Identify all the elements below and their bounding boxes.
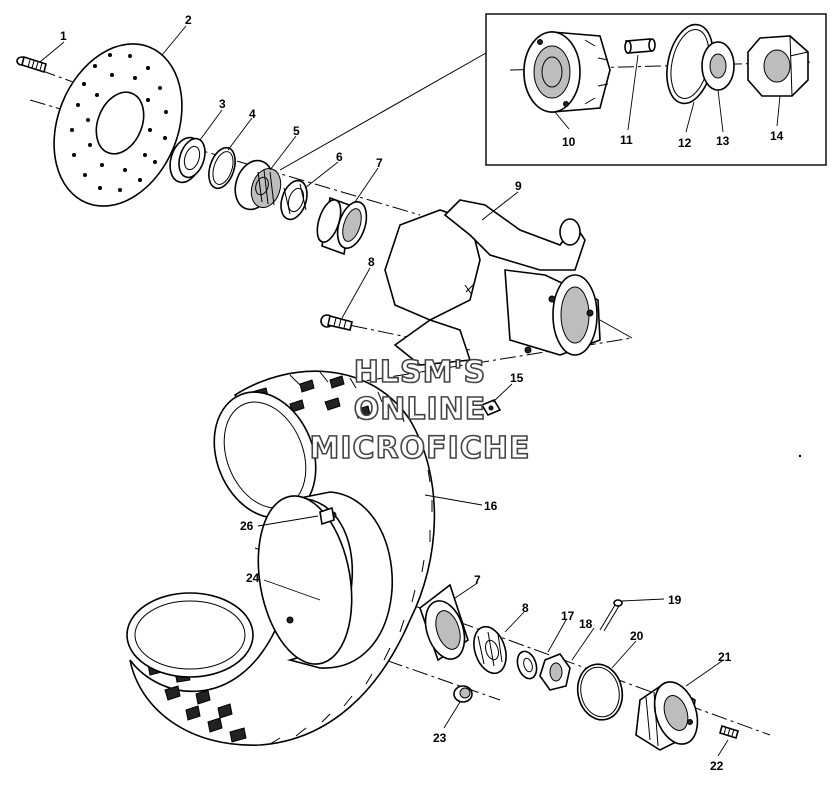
callout-10: 10 [562,135,576,149]
part-20-o-ring [576,663,624,721]
part-10-hub-nut [523,31,611,113]
part-22-screw [719,724,739,740]
inset-leader [279,52,487,171]
part-2-brake-disc [53,43,183,207]
callout-7a: 7 [376,156,383,170]
callout-22: 22 [710,759,724,773]
callout-18: 18 [579,617,593,631]
part-7-bearing-cup-upper [316,196,368,256]
part-9-steering-knuckle [384,199,601,366]
callout-4: 4 [249,107,256,121]
part-18-castle-nut [539,653,571,691]
part-21-hub-cap [635,681,699,751]
part-13-cone-washer [701,41,735,91]
callout-21: 21 [718,650,732,664]
part-3-seal [169,136,206,184]
callout-8a: 8 [368,255,375,269]
callout-15: 15 [510,371,524,385]
callout-19: 19 [668,593,682,607]
part-26-valve-stem [319,506,335,526]
callout-8b: 8 [522,601,529,615]
callout-labels: 1 2 3 4 5 6 7 8 9 10 11 12 13 14 15 16 7… [60,13,784,773]
callout-24: 24 [246,571,260,585]
callout-12: 12 [678,136,692,150]
stray-dot [798,454,802,458]
watermark-line-2: ONLINE [354,392,487,427]
part-1-bolt [16,55,47,74]
inset-box [485,13,827,166]
callout-1: 1 [60,29,67,43]
part-5-hub [234,159,282,211]
callout-7b: 7 [474,573,481,587]
callout-26: 26 [240,519,254,533]
watermark-line-3: MICROFICHE [310,431,531,466]
part-15-nut [480,398,502,417]
callout-9: 9 [515,179,522,193]
callout-3: 3 [219,97,226,111]
callout-6: 6 [336,150,343,164]
part-6-bearing [280,179,308,221]
watermark-line-1: HLSM'S [354,355,486,390]
leader-lines [39,25,781,757]
part-14-hex-nut [747,35,809,97]
watermark: HLSM'S ONLINE MICROFICHE [309,354,531,467]
callout-16: 16 [484,499,498,513]
part-23-valve-nut [453,685,473,703]
callout-2: 2 [185,13,192,27]
part-24-wheel-rim [126,491,393,678]
callout-23: 23 [433,731,447,745]
callout-14: 14 [770,129,784,143]
callout-5: 5 [293,124,300,138]
callout-17: 17 [561,609,575,623]
part-7-bearing-cup-lower [419,583,469,662]
part-8-bearing-lower [473,625,507,675]
part-11-pin [624,38,656,54]
callout-13: 13 [716,134,730,148]
part-19-cotter-pin [599,599,623,632]
part-8-bolt [320,314,353,331]
part-4-snap-ring [208,146,236,190]
callout-20: 20 [630,629,644,643]
part-17-washer [516,650,538,680]
callout-11: 11 [620,133,633,147]
